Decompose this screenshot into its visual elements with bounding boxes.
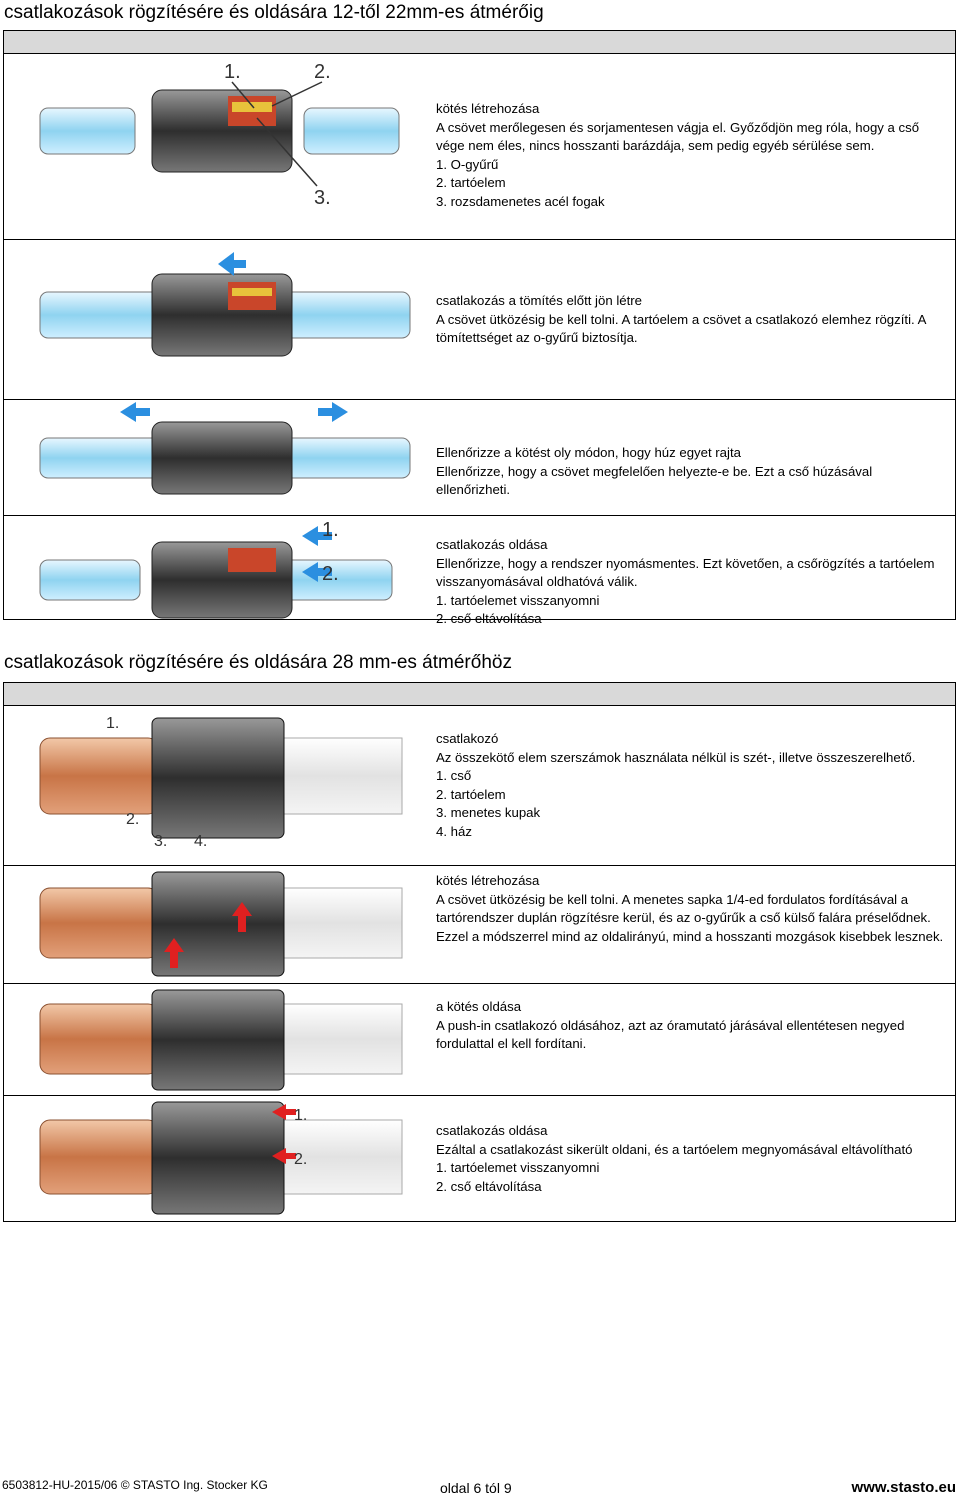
row-text: Ellenőrizze a kötést oly módon, hogy húz… (436, 444, 946, 500)
legend-item: 2. cső eltávolítása (436, 1178, 542, 1194)
section1-title: csatlakozások rögzítésére és oldására 12… (4, 2, 544, 23)
step-desc: A csövet merőlegesen és sorjamentesen vá… (436, 119, 920, 154)
footer-website[interactable]: www.stasto.eu (851, 1479, 956, 1496)
pipe-fitting-diagram: 1. 2. 3. (39, 61, 400, 209)
step-title: kötés létrehozása (436, 101, 540, 116)
table-row: Ellenőrizze a kötést oly módon, hogy húz… (4, 400, 955, 516)
row-text: a kötés oldása A push-in csatlakozó oldá… (436, 998, 946, 1054)
section2-title: csatlakozások rögzítésére és oldására 28… (4, 652, 512, 673)
row-text: kötés létrehozása A csövet ütközésig be … (436, 872, 946, 946)
step-title: csatlakozás a tömítés előtt jön létre (436, 293, 642, 308)
svg-text:3.: 3. (314, 187, 331, 209)
step-title: csatlakozó (436, 731, 499, 746)
table-row: csatlakozás a tömítés előtt jön létre A … (4, 240, 955, 400)
row-text: csatlakozó Az összekötő elem szerszámok … (436, 730, 946, 842)
pipe-inserted-diagram (39, 252, 411, 357)
legend-item: 1. tartóelemet visszanyomni (436, 1160, 600, 1176)
arrow-left-icon (120, 402, 150, 422)
step-desc: Az összekötő elem szerszámok használata … (436, 749, 916, 765)
legend-item: 2. tartóelem (436, 786, 506, 802)
section2-table: 1. 2. 3. 4. csatlakozó Az összekötő elem… (3, 682, 956, 1222)
legend-item: 1. cső (436, 768, 472, 784)
table-header-bar (4, 31, 955, 54)
svg-text:2.: 2. (322, 563, 339, 585)
row-text: csatlakozás oldása Ellenőrizze, hogy a r… (436, 536, 946, 629)
svg-text:1.: 1. (224, 61, 241, 83)
row-text: csatlakozás a tömítés előtt jön létre A … (436, 292, 946, 348)
svg-text:1.: 1. (322, 519, 339, 541)
arrow-icon (302, 526, 332, 546)
arrow-right-icon (318, 402, 348, 422)
step-desc: Ezáltal a csatlakozást sikerült oldani, … (436, 1141, 913, 1157)
arrow-icon (272, 1148, 296, 1164)
step-desc: Ellenőrizze, hogy a csövet megfelelően h… (436, 463, 873, 498)
arrow-icon (272, 1104, 296, 1120)
svg-text:1.: 1. (294, 1107, 307, 1124)
row-text: csatlakozás oldása Ezáltal a csatlakozás… (436, 1122, 946, 1196)
table-row: 1. 2. csatlakozás oldása Ellenőrizze, ho… (4, 516, 955, 626)
step-title: Ellenőrizze a kötést oly módon, hogy húz… (436, 445, 741, 460)
pull-test-diagram (39, 402, 411, 495)
copper-insert-diagram (39, 871, 403, 977)
copper-release-diagram: 1. 2. (39, 1101, 403, 1215)
arrow-down-icon (164, 938, 184, 968)
svg-text:2.: 2. (314, 61, 331, 83)
step-desc: A csövet ütközésig be kell tolni. A mene… (436, 891, 944, 944)
table-row: 1. 2. csatlakozás oldása Ezáltal a csatl… (4, 1096, 955, 1222)
table-row: 1. 2. 3. 4. csatlakozó Az összekötő elem… (4, 706, 955, 866)
legend-item: 1. O-gyűrű (436, 156, 499, 172)
table-row: kötés létrehozása A csövet ütközésig be … (4, 866, 955, 984)
arrow-up-icon (232, 902, 252, 932)
step-desc: A push-in csatlakozó oldásához, azt az ó… (436, 1017, 905, 1052)
table-row: a kötés oldása A push-in csatlakozó oldá… (4, 984, 955, 1096)
legend-item: 2. cső eltávolítása (436, 611, 542, 627)
svg-text:2.: 2. (126, 811, 139, 828)
step-title: kötés létrehozása (436, 873, 540, 888)
copper-rotate-diagram (39, 989, 403, 1091)
svg-text:3.: 3. (154, 833, 167, 850)
svg-text:1.: 1. (106, 715, 119, 732)
svg-text:4.: 4. (194, 833, 207, 850)
table-header-bar (4, 683, 955, 706)
legend-item: 3. rozsdamenetes acél fogak (436, 193, 605, 209)
copper-fitting-diagram: 1. 2. 3. 4. (39, 715, 403, 850)
section1-table: 1. 2. 3. kötés létrehozása A csövet merő… (3, 30, 956, 626)
footer-page-number: oldal 6 tól 9 (440, 1480, 512, 1496)
step-desc: A csövet ütközésig be kell tolni. A tart… (436, 311, 926, 346)
row-text: kötés létrehozása A csövet merőlegesen é… (436, 100, 946, 212)
legend-item: 2. tartóelem (436, 175, 506, 191)
release-diagram: 1. 2. (39, 519, 393, 619)
legend-item: 3. menetes kupak (436, 805, 541, 821)
arrow-left-icon (218, 252, 246, 276)
table-row: 1. 2. 3. kötés létrehozása A csövet merő… (4, 54, 955, 240)
footer-left: 6503812-HU-2015/06 © STASTO Ing. Stocker… (2, 1478, 268, 1492)
arrow-icon (302, 562, 332, 582)
step-title: a kötés oldása (436, 999, 522, 1014)
step-title: csatlakozás oldása (436, 537, 548, 552)
step-title: csatlakozás oldása (436, 1123, 548, 1138)
legend-item: 4. ház (436, 823, 472, 839)
legend-item: 1. tartóelemet visszanyomni (436, 592, 600, 608)
step-desc: Ellenőrizze, hogy a rendszer nyomásmente… (436, 555, 935, 590)
svg-text:2.: 2. (294, 1151, 307, 1168)
